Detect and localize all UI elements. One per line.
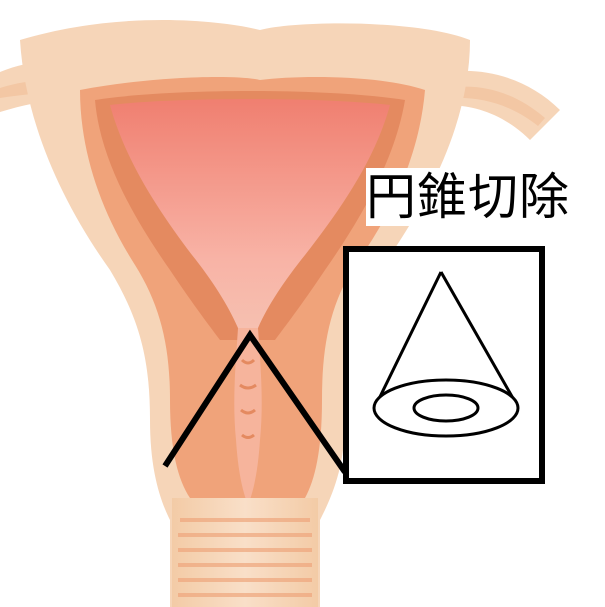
diagram-title: 円錐切除 (366, 168, 601, 226)
cone-base-inner (414, 395, 478, 421)
cone-illustration-box (346, 249, 542, 481)
vagina (172, 498, 318, 607)
